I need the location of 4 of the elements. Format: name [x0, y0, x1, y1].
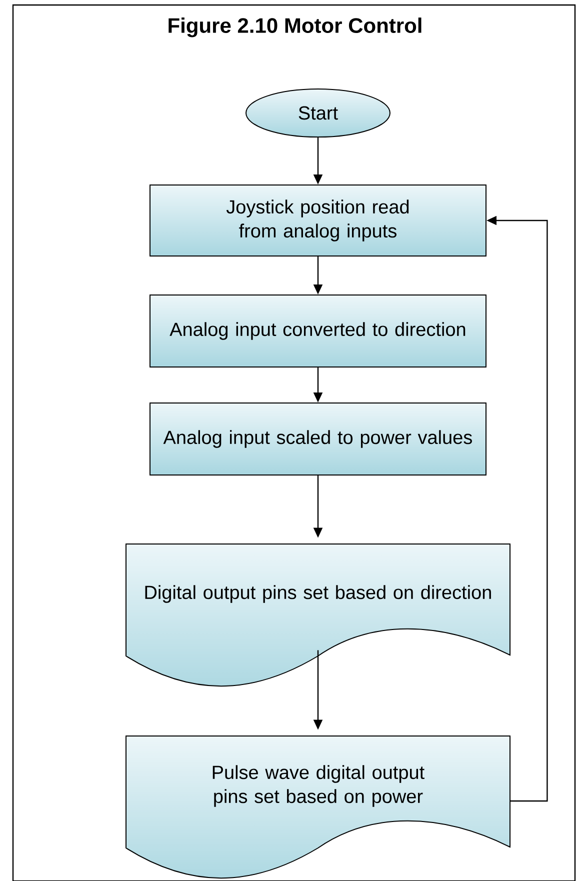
- process-box: Analog input scaled to power values: [150, 402, 486, 476]
- title: Figure 2.10 Motor Control: [168, 18, 422, 38]
- process-box: Joystick position read from analog inputs: [150, 184, 486, 256]
- process-box: Analog input converted to direction: [150, 294, 486, 368]
